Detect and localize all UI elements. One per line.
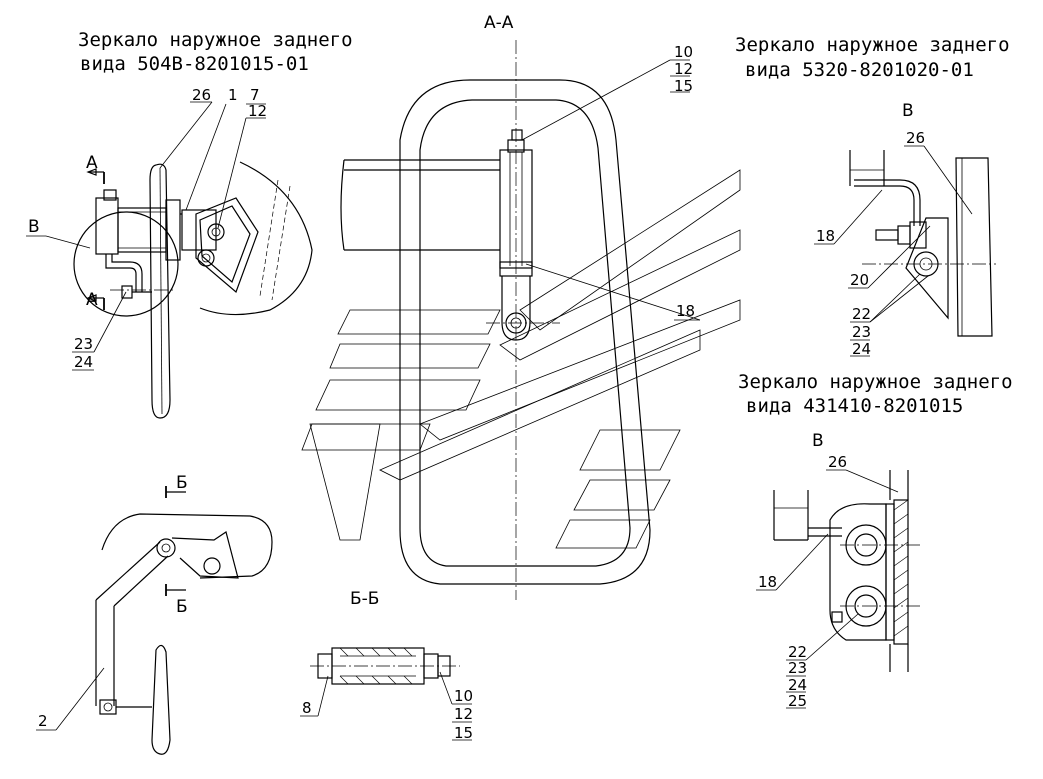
callout-10: 10 bbox=[454, 687, 473, 705]
bracket-detail-504 bbox=[195, 161, 313, 316]
callout-26: 26 bbox=[192, 86, 211, 104]
callout-12: 12 bbox=[674, 60, 693, 78]
cut-label-a-bottom: А bbox=[86, 290, 98, 310]
hatching-bb bbox=[339, 647, 413, 685]
callout-23: 23 bbox=[852, 323, 871, 341]
callout-23: 23 bbox=[74, 335, 93, 353]
cut-label-b-top: Б bbox=[176, 473, 188, 493]
callout-12: 12 bbox=[454, 705, 473, 723]
callout-22: 22 bbox=[852, 305, 871, 323]
title-line-1: Зеркало наружное заднего bbox=[78, 29, 353, 51]
callout-2: 2 bbox=[38, 712, 48, 730]
callout-23: 23 bbox=[788, 659, 807, 677]
view-label-b-top: В bbox=[902, 101, 914, 121]
title-line-2: вида 5320-8201020-01 bbox=[745, 59, 974, 81]
section-aa: А-А bbox=[301, 13, 741, 600]
callout-15: 15 bbox=[454, 724, 473, 742]
callout-8: 8 bbox=[302, 699, 312, 717]
callout-1: 1 bbox=[228, 86, 238, 104]
callout-20: 20 bbox=[850, 271, 869, 289]
callout-12: 12 bbox=[248, 102, 267, 120]
view-label-b-bottom: В bbox=[812, 431, 824, 451]
callout-25: 25 bbox=[788, 692, 807, 710]
callout-24: 24 bbox=[74, 353, 93, 371]
view-mirror-504-side: А А bbox=[73, 153, 217, 419]
callout-22: 22 bbox=[788, 643, 807, 661]
callout-26: 26 bbox=[906, 129, 925, 147]
callout-10: 10 bbox=[674, 43, 693, 61]
section-bb: Б-Б 8 10 12 15 bbox=[300, 589, 473, 742]
view-label-b-left: В bbox=[28, 217, 40, 237]
title-mirror-431410: Зеркало наружное заднего вида 431410-820… bbox=[738, 371, 1013, 417]
title-line-1: Зеркало наружное заднего bbox=[735, 34, 1010, 56]
callout-18: 18 bbox=[758, 573, 777, 591]
callout-7: 7 bbox=[250, 86, 260, 104]
section-label-aa: А-А bbox=[484, 13, 514, 33]
view-mirror-5320-b: В 26 18 20 22 23 24 bbox=[814, 101, 996, 358]
title-mirror-5320: Зеркало наружное заднего вида 5320-82010… bbox=[735, 34, 1010, 81]
callout-15: 15 bbox=[674, 77, 693, 95]
callout-26: 26 bbox=[828, 453, 847, 471]
cut-label-b-bottom: Б bbox=[176, 597, 188, 617]
title-line-2: вида 431410-8201015 bbox=[746, 395, 963, 417]
callouts-left-top: 26 1 7 12 В 23 24 bbox=[26, 86, 267, 371]
title-line-1: Зеркало наружное заднего bbox=[738, 371, 1013, 393]
title-line-2: вида 504В-8201015-01 bbox=[80, 53, 309, 75]
cut-label-a-top: А bbox=[86, 153, 98, 173]
callout-18: 18 bbox=[816, 227, 835, 245]
callout-18: 18 bbox=[676, 302, 695, 320]
hatching-mirror-431410 bbox=[893, 499, 909, 637]
callout-24: 24 bbox=[852, 340, 871, 358]
title-mirror-504: Зеркало наружное заднего вида 504В-82010… bbox=[78, 29, 353, 75]
section-label-bb: Б-Б bbox=[350, 589, 379, 609]
view-mirror-504-top: Б Б 2 bbox=[36, 473, 273, 755]
callout-24: 24 bbox=[788, 676, 807, 694]
view-mirror-431410-b: В bbox=[756, 431, 920, 710]
